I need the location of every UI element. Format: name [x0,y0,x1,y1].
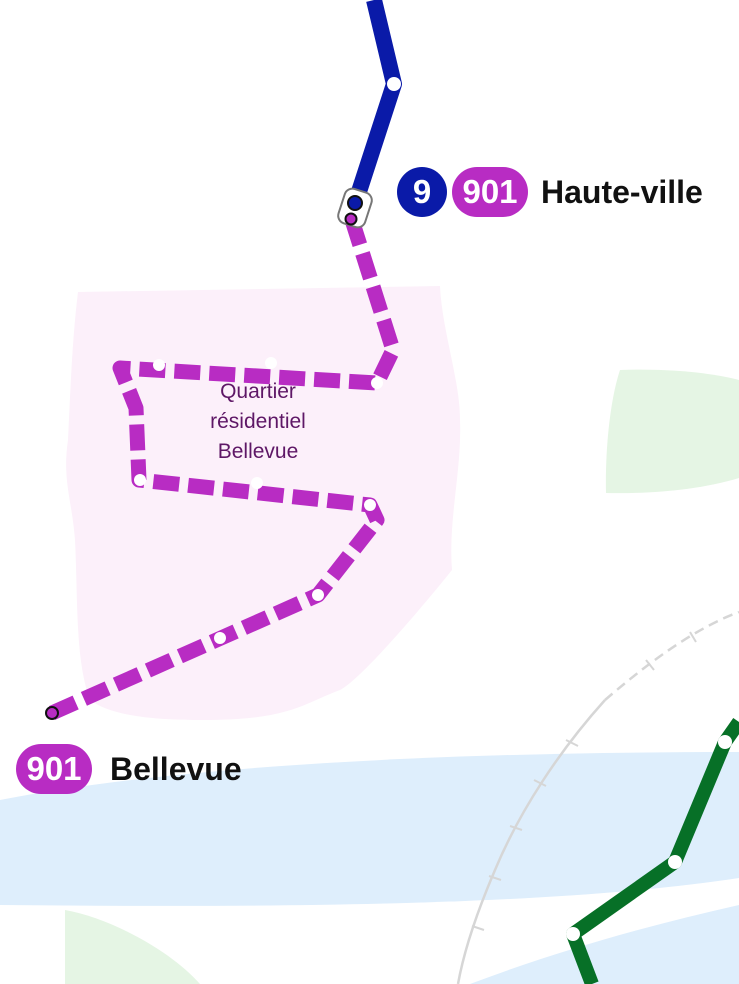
green-stop-1 [718,735,732,749]
line-901-stops [134,357,383,644]
line-9 [347,0,402,207]
area-label-line-1: Quartier [220,380,296,403]
rail-ties [471,631,697,931]
green-stop-2 [668,855,682,869]
line-9-stop [387,77,401,91]
stop-name-bellevue[interactable]: Bellevue [110,751,242,787]
line-badge-9[interactable]: 9 [397,167,447,217]
park-right [605,369,739,494]
area-label-line-3: Bellevue [217,440,299,463]
area-label: Quartier résidentiel Bellevue [158,377,358,467]
stop-name-haute-ville[interactable]: Haute-ville [541,174,703,210]
green-stop-3 [566,927,580,941]
line-badge-901-bellevue[interactable]: 901 [16,744,92,794]
area-label-line-2: résidentiel [210,410,306,433]
river-lower [470,905,739,984]
rail-dashed [604,610,739,701]
residential-area [66,286,461,720]
park-bottom-left [65,910,200,984]
interchange-icon [337,187,373,229]
line-901 [48,217,401,720]
stop-circle-icon [45,706,59,720]
river [0,752,739,906]
line-badge-901[interactable]: 901 [452,167,528,217]
